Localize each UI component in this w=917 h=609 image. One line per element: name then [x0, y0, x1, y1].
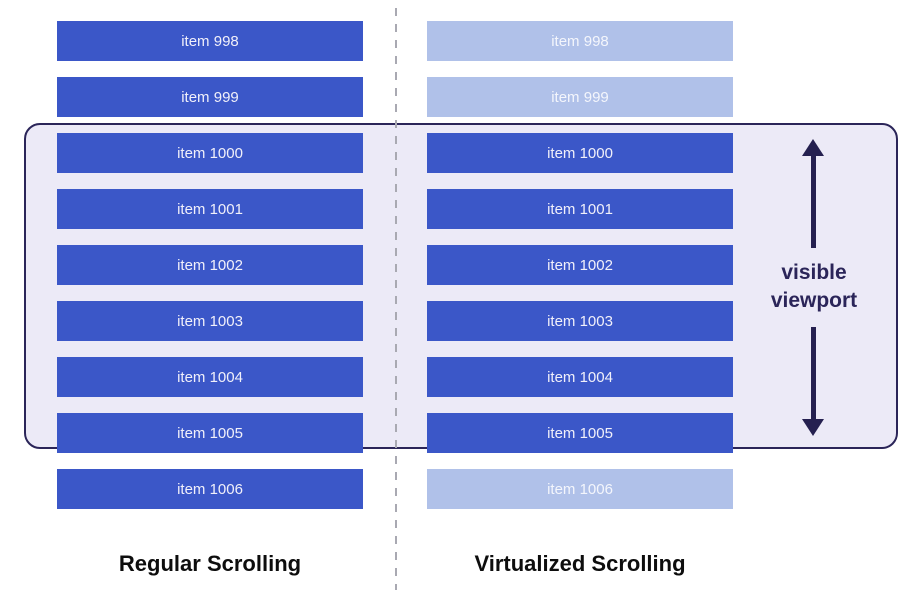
list-item-label: item 999 [181, 88, 239, 106]
regular-scrolling-label: Regular Scrolling [118, 551, 302, 576]
arrow-up-icon [802, 139, 824, 156]
list-item: item 1005 [427, 413, 733, 453]
list-item: item 1001 [427, 189, 733, 229]
list-item: item 998 [427, 21, 733, 61]
list-item-label: item 1000 [547, 144, 613, 162]
list-item: item 1006 [427, 469, 733, 509]
list-item-label: item 1004 [547, 368, 613, 386]
arrow-down-icon [802, 419, 824, 436]
column-divider-dashed-line [395, 8, 397, 590]
visible-viewport-label: visible viewport [739, 259, 889, 315]
list-item: item 1005 [57, 413, 363, 453]
list-item: item 1001 [57, 189, 363, 229]
list-item-label: item 1006 [547, 480, 613, 498]
list-item: item 1000 [57, 133, 363, 173]
list-item-label: item 1001 [177, 200, 243, 218]
list-item: item 1002 [427, 245, 733, 285]
list-item-label: item 1000 [177, 144, 243, 162]
list-item-label: item 1005 [547, 424, 613, 442]
virtualized-scrolling-column: item 998 item 999 item 1000 item 1001 item 1… [427, 0, 733, 520]
list-item: item 998 [57, 21, 363, 61]
list-item: item 1002 [57, 245, 363, 285]
list-item-label: item 998 [551, 32, 609, 50]
virtualized-scrolling-label: Virtualized Scrolling [474, 551, 686, 576]
list-item: item 999 [427, 77, 733, 117]
regular-scrolling-column: item 998 item 999 item 1000 item 1001 item 1… [57, 0, 363, 520]
visible-viewport-label-line2: viewport [770, 289, 858, 312]
list-item-label: item 1003 [547, 312, 613, 330]
list-item-label: item 1002 [547, 256, 613, 274]
list-item: item 1003 [427, 301, 733, 341]
list-item: item 1004 [427, 357, 733, 397]
list-item-label: item 1004 [177, 368, 243, 386]
list-item: item 1000 [427, 133, 733, 173]
viewport-arrow-shaft-top [811, 156, 816, 248]
list-item-label: item 998 [181, 32, 239, 50]
list-item-label: item 1006 [177, 480, 243, 498]
visible-viewport-label-line1: visible [781, 261, 847, 284]
list-item-label: item 999 [551, 88, 609, 106]
list-item: item 1006 [57, 469, 363, 509]
list-item: item 1004 [57, 357, 363, 397]
list-item-label: item 1003 [177, 312, 243, 330]
list-item-label: item 1002 [177, 256, 243, 274]
list-item-label: item 1005 [177, 424, 243, 442]
list-item: item 1003 [57, 301, 363, 341]
list-item: item 999 [57, 77, 363, 117]
list-item-label: item 1001 [547, 200, 613, 218]
viewport-arrow-shaft-bottom [811, 327, 816, 420]
